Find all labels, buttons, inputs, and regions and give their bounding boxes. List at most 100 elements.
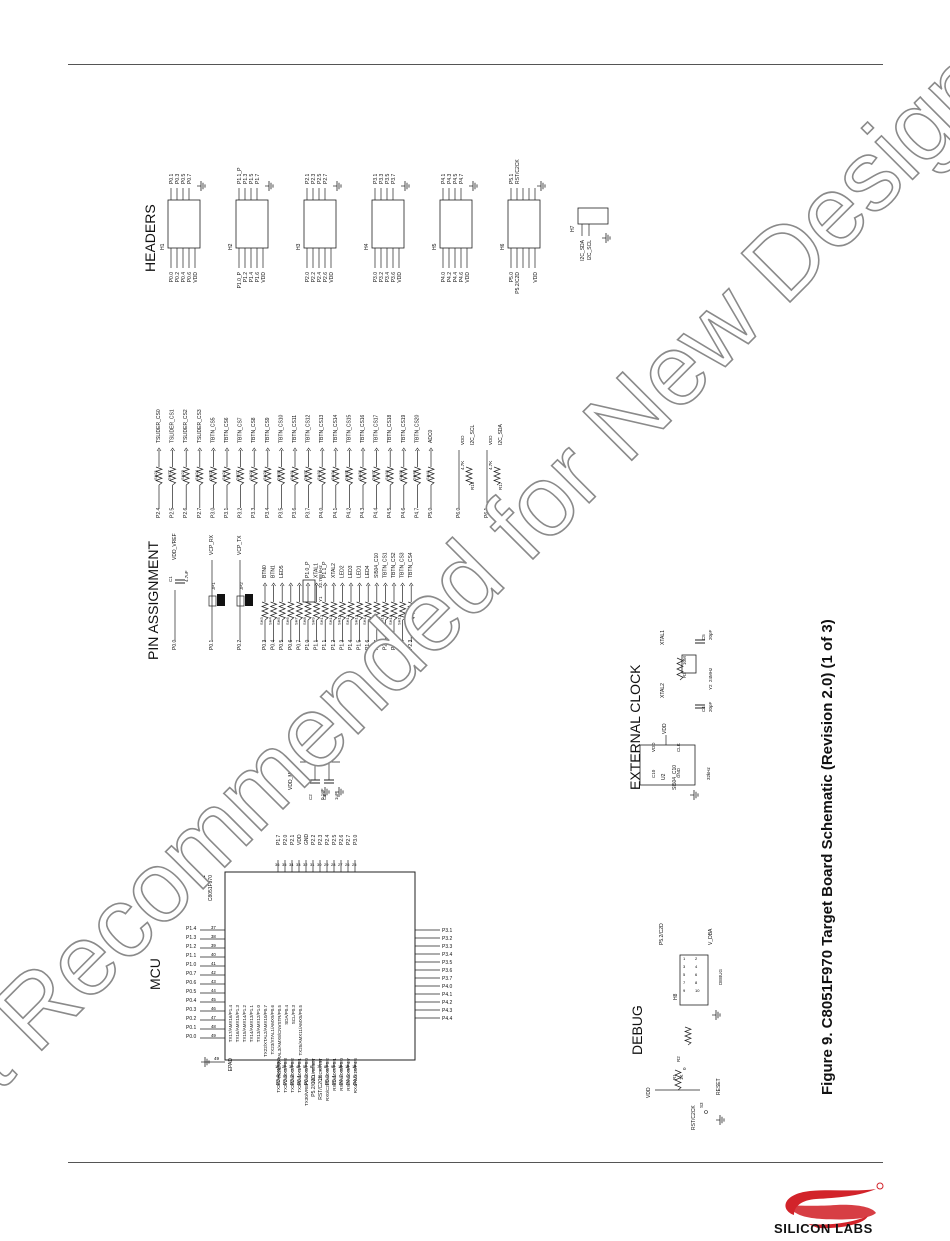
jumper-icon (208, 595, 217, 607)
pin-assign-left-pin: P0.7 (296, 639, 302, 650)
shunt-ref: SH31 (289, 469, 294, 480)
header-right-net: RST/C2CK (515, 159, 521, 184)
shunt-ref: SH34 (330, 469, 335, 480)
shunt-resistor-icon (304, 466, 313, 486)
jumper-shunt-icon (245, 594, 253, 606)
shunt-resistor-icon (381, 601, 390, 621)
debug-pin-num: 5 (683, 972, 686, 977)
shunt-ref: SH28 (248, 469, 253, 480)
mcu-left-num: 44 (211, 988, 216, 993)
header-ground-icon (469, 181, 478, 191)
mcu-right-num: 32 (303, 862, 308, 867)
pin-assign-right-net: ADC0 (428, 429, 434, 443)
header-right-net: P4.3 (447, 173, 453, 184)
mcu-right-num: 34 (289, 862, 294, 867)
mcu-internal-bottom: RX1/AMX7/P5.1 (332, 1058, 337, 1091)
shunt-resistor-icon (407, 601, 416, 621)
mcu-bottom-num: 3 (289, 1064, 292, 1069)
shunt-resistor-icon (399, 466, 408, 486)
shunt-ref: SH7 (293, 616, 298, 625)
jumper-net: VCP_TX (237, 535, 243, 555)
net-port-icon (170, 447, 175, 452)
mcu-right-net: P2.4 (325, 834, 331, 845)
shunt-ref: SH35 (343, 469, 348, 480)
pullup-value: 4.7K (488, 461, 493, 470)
debug-pin-num: 9 (683, 988, 686, 993)
shunt-ref: SH12 (345, 614, 350, 625)
pin-assign-left-net: LED4 (365, 565, 371, 578)
net-port-icon (365, 582, 371, 587)
pin-assign-right-pin: P4.1 (333, 507, 339, 518)
debug-pin-num: 8 (695, 980, 698, 985)
debug-pin-num: 2 (695, 956, 698, 961)
i2c-net: I2C_SDA (498, 423, 504, 445)
header-left-net: P3.4 (385, 272, 391, 283)
pin-assign-right-pin: P4.3 (360, 507, 366, 518)
header-right-net: P3.5 (385, 173, 391, 184)
header-right-net: P2.7 (323, 173, 329, 184)
shunt-ref: SH20 (405, 614, 410, 625)
pin-assign-right-pin: P3.5 (278, 507, 284, 518)
section-title-headers: HEADERS (142, 204, 158, 272)
shunt-resistor-icon (291, 466, 299, 486)
shunt-resistor-icon (295, 601, 304, 621)
mcu-left-num: 45 (211, 997, 216, 1002)
debug-pin-num: 6 (695, 972, 698, 977)
mcu-left-net: P1.3 (186, 935, 197, 941)
header-h7-body (577, 207, 609, 225)
mcu-internal-left: TX13/AMX12/P1.0 (256, 1005, 261, 1043)
mcu-left-num: 48 (211, 1024, 216, 1029)
pin-assign-right-net: TBTN_CS5 (210, 417, 216, 443)
pin-assign-right-net: TBTN_CS19 (401, 414, 407, 443)
pin-assign-left-pin: P1.3 (339, 639, 345, 650)
mcu-bottom-net: P5.0 (325, 1075, 331, 1086)
vref-pin: P0.0 (172, 639, 178, 650)
header-right-net: P5.1 (509, 173, 515, 184)
mcu-right-num: 26 (345, 862, 350, 867)
mcu-bottom-num: 1 (275, 1064, 278, 1069)
clock-pin-clk: CLK (676, 743, 681, 752)
clock-c4-value: 20pF (708, 701, 713, 712)
shunt-ref: SH39 (398, 469, 403, 480)
mcu-internal-bottom: TX26/AMX4/P0.4 (276, 1058, 281, 1093)
shunt-resistor-icon (195, 466, 204, 486)
pin-assign-right-pin: P4.6 (401, 507, 407, 518)
net-port-icon (428, 447, 434, 452)
mcu-right-num: 25 (352, 862, 357, 867)
pin-assign-left-pin: P2.1 (391, 639, 397, 650)
mcu-right-net: P2.1 (290, 834, 296, 845)
shunt-resistor-icon (277, 466, 286, 486)
mcu-bottom-net: P3.3 (283, 1075, 289, 1086)
shunt-resistor-icon (427, 466, 435, 486)
mcu-bottom-num: 8 (324, 1064, 327, 1069)
pin-assign-right-pin: P3.1 (224, 507, 230, 518)
header-left-net: P2.0 (305, 272, 311, 283)
pin-assign-right-pin: P2.4 (156, 507, 162, 518)
mcu-top-net: P3.7 (442, 976, 453, 982)
debug-vdbg-label: V_DBA (708, 928, 714, 945)
mcu-bottom-num: 6 (310, 1064, 313, 1069)
net-port-icon (319, 447, 325, 452)
mcu-bottom-net: P5.2/C2D (311, 1075, 317, 1097)
pin-assign-right-pin: P3.0 (210, 507, 216, 518)
header-ref: H1 (160, 243, 166, 250)
mcu-right-num: 31 (310, 862, 315, 867)
shunt-resistor-icon (236, 466, 245, 486)
pin-assign-right-net: TSLIDER_CS2 (183, 409, 189, 443)
clock-freq: 32kHz (706, 766, 711, 780)
jumper-pin: P0.2 (237, 639, 243, 650)
pin-assign-right-pin: P3.2 (238, 507, 244, 518)
mcu-left-net: P0.3 (186, 1007, 197, 1013)
shunt-ref: SH19 (397, 614, 402, 625)
mcu-top-net: P3.6 (442, 968, 453, 974)
net-port-icon (197, 447, 203, 452)
shunt-ref: SH5 (276, 616, 281, 625)
header-h7-net: I2C_SDA (580, 239, 586, 261)
net-port-icon (357, 582, 362, 587)
pin-assign-right-net: TBTN_CS16 (360, 414, 366, 443)
mcu-bottom-num: 2 (282, 1064, 285, 1069)
debug-connector-ground-icon (712, 1010, 721, 1020)
net-port-icon (262, 582, 268, 587)
header-ground-icon (197, 181, 206, 191)
pin-assign-left-pin: P1.0 (305, 639, 311, 650)
